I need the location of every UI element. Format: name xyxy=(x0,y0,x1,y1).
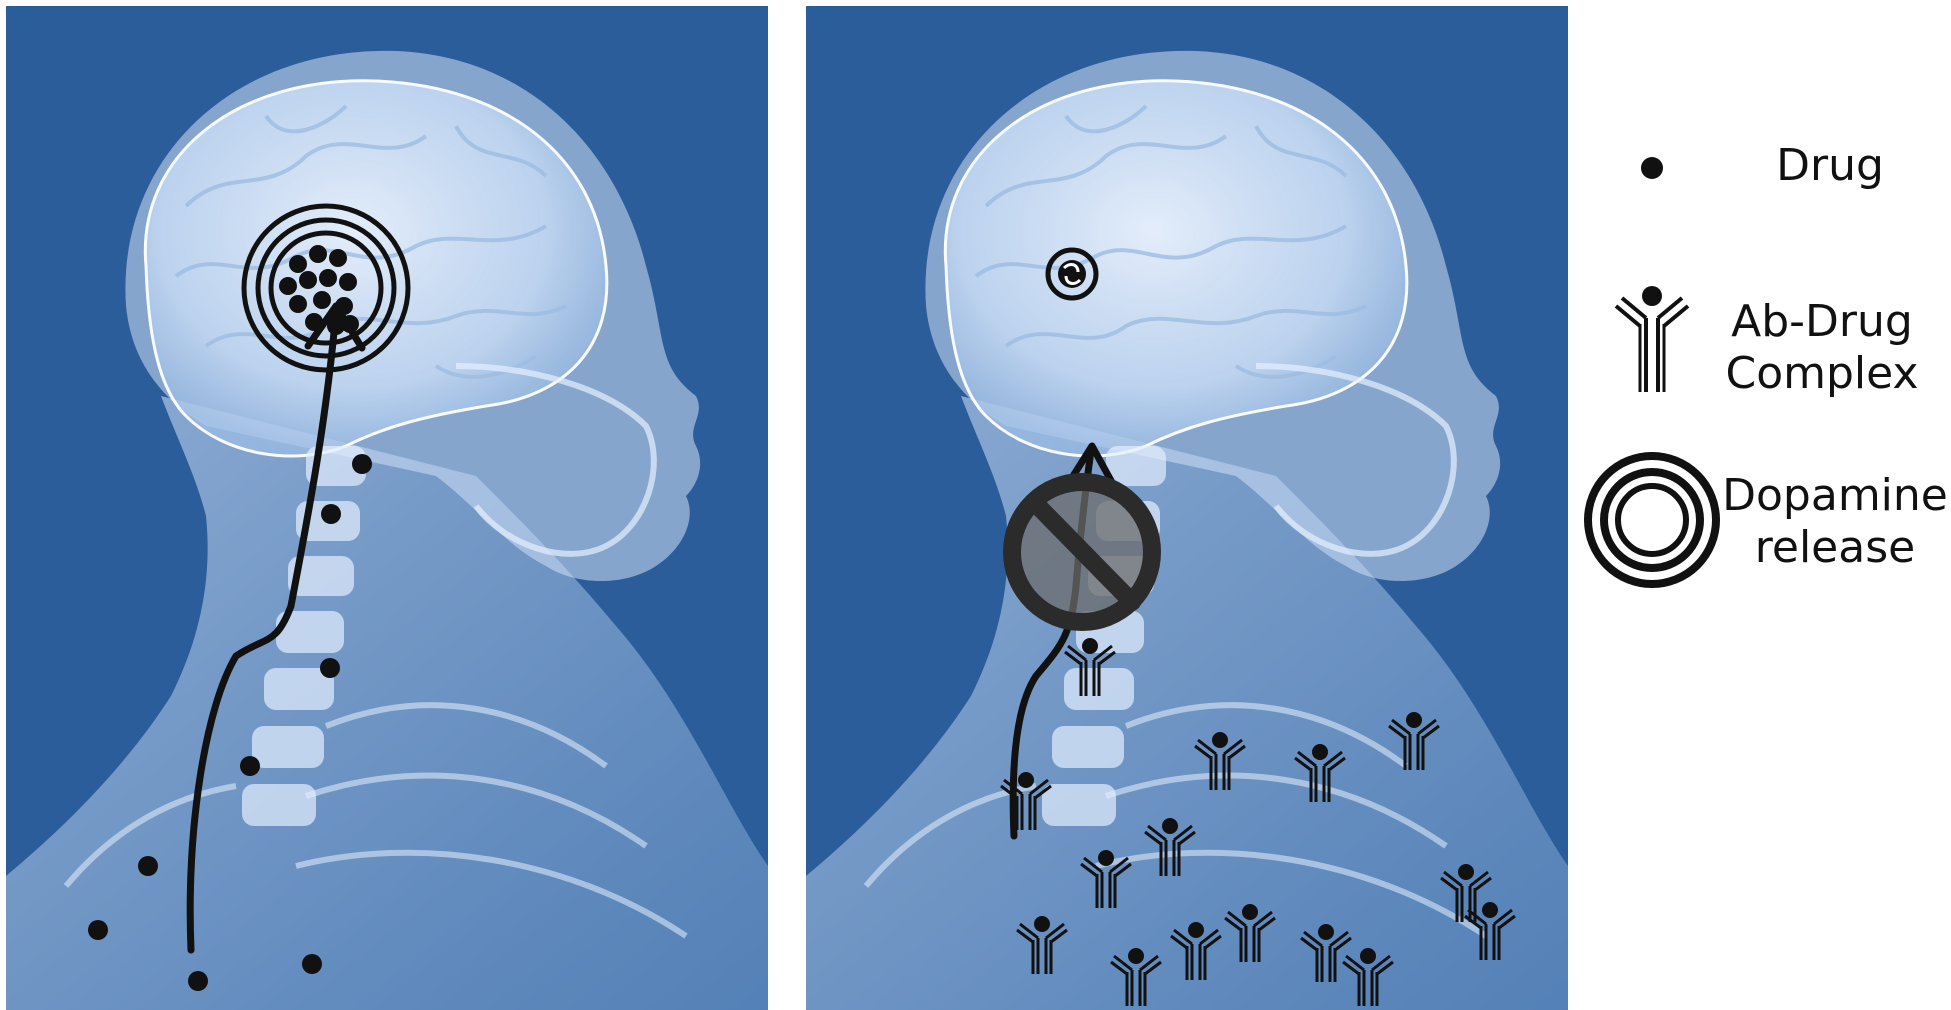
dopamine-release-icon xyxy=(1588,456,1716,584)
legend-label-drug: Drug xyxy=(1770,140,1890,192)
block-symbol xyxy=(1012,482,1152,622)
anatomy-illustration-left xyxy=(6,6,768,1010)
ab-drug-complex-icon xyxy=(1616,286,1688,392)
legend-label-dopamine-release: Dopamine release xyxy=(1722,470,1948,574)
drug-dot-icon xyxy=(1641,157,1663,179)
panel-without-antibody xyxy=(6,6,768,1010)
anatomy-illustration-right xyxy=(806,6,1568,1010)
panel-with-antibody xyxy=(806,6,1568,1010)
legend-label-ab-drug-complex: Ab-Drug Complex xyxy=(1722,296,1922,400)
legend: Drug Ab-Drug Complex Dopamine release xyxy=(1570,0,1951,1010)
